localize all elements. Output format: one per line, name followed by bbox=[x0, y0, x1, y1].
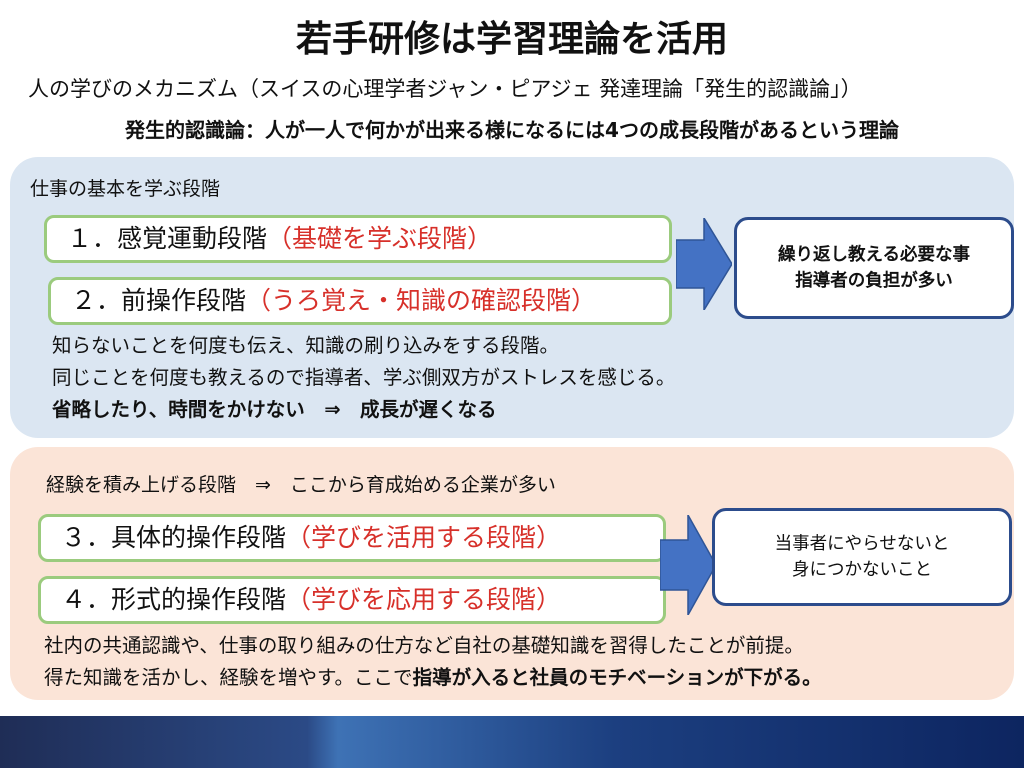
slide-subtitle: 人の学びのメカニズム（スイスの心理学者ジャン・ピアジェ 発達理論「発生的認識論」… bbox=[28, 77, 862, 101]
stage-3-accent: （学びを活用する段階） bbox=[286, 523, 562, 552]
basics-note-3: 省略したり、時間をかけない ⇒ 成長が遅くなる bbox=[52, 398, 497, 421]
basics-callout-line-2: 指導者の負担が多い bbox=[795, 271, 953, 291]
stage-2-accent: （うろ覚え・知識の確認段階） bbox=[246, 286, 597, 315]
stage-2-label: ２．前操作段階 bbox=[71, 286, 247, 315]
basics-callout-line-1: 繰り返し教える必要な事 bbox=[778, 245, 970, 265]
stage-1-box: １．感覚運動段階（基礎を学ぶ段階） bbox=[44, 215, 672, 263]
experience-note-2-plain: 得た知識を活かし、経験を増やす。ここで bbox=[44, 666, 413, 689]
right-arrow-icon bbox=[660, 515, 716, 615]
experience-callout-line-2: 身につかないこと bbox=[792, 560, 932, 580]
footer-bar bbox=[0, 716, 1024, 768]
stage-1-accent: （基礎を学ぶ段階） bbox=[267, 224, 493, 253]
stage-2-box: ２．前操作段階（うろ覚え・知識の確認段階） bbox=[48, 277, 672, 325]
experience-callout: 当事者にやらせないと 身につかないこと bbox=[712, 508, 1012, 606]
experience-note-2-bold: 指導が入ると社員のモチベーションが下がる。 bbox=[412, 666, 822, 689]
stage-4-label: ４．形式的操作段階 bbox=[61, 585, 287, 614]
stage-4-accent: （学びを応用する段階） bbox=[286, 585, 562, 614]
stage-3-box: ３．具体的操作段階（学びを活用する段階） bbox=[38, 514, 666, 562]
experience-callout-line-1: 当事者にやらせないと bbox=[774, 534, 950, 554]
basics-callout: 繰り返し教える必要な事 指導者の負担が多い bbox=[734, 217, 1014, 319]
basics-note-1: 知らないことを何度も伝え、知識の刷り込みをする段階。 bbox=[52, 334, 560, 357]
right-arrow-icon bbox=[676, 218, 732, 310]
basics-stage-heading: 仕事の基本を学ぶ段階 bbox=[30, 178, 221, 200]
experience-note-2: 得た知識を活かし、経験を増やす。ここで指導が入ると社員のモチベーションが下がる。 bbox=[44, 663, 822, 693]
experience-stage-heading: 経験を積み上げる段階 ⇒ ここから育成始める企業が多い bbox=[46, 474, 556, 496]
stage-4-box: ４．形式的操作段階（学びを応用する段階） bbox=[38, 576, 666, 624]
theory-definition: 発生的認識論：人が一人で何かが出来る様になるには4つの成長段階があるという理論 bbox=[125, 118, 899, 142]
stage-1-label: １．感覚運動段階 bbox=[67, 224, 268, 253]
stage-3-label: ３．具体的操作段階 bbox=[61, 523, 287, 552]
slide-title: 若手研修は学習理論を活用 bbox=[295, 19, 728, 60]
basics-note-2: 同じことを何度も教えるので指導者、学ぶ側双方がストレスを感じる。 bbox=[52, 366, 676, 389]
experience-note-1: 社内の共通認識や、仕事の取り組みの仕方など自社の基礎知識を習得したことが前提。 bbox=[44, 634, 804, 657]
